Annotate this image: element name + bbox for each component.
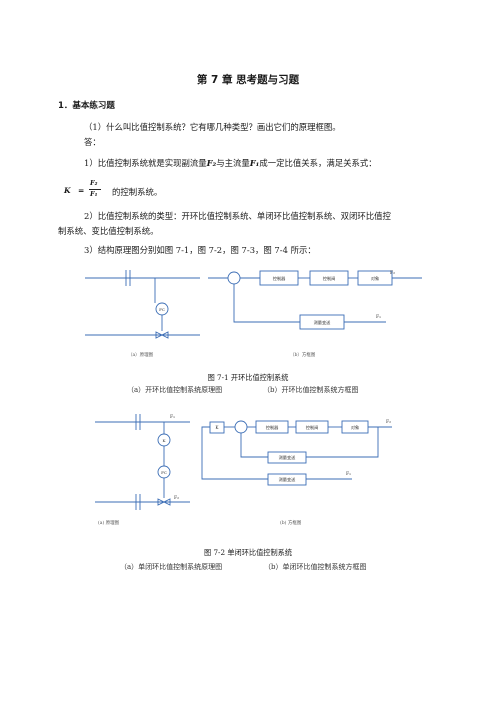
fig2-label-b: (b) 方框图 xyxy=(280,519,302,526)
fig1-control-valve xyxy=(155,331,169,339)
fig2-transmitter-inner-label: 测量变送 xyxy=(279,454,297,461)
fig2-block-k xyxy=(209,421,225,434)
fig1-summing-junction xyxy=(227,271,241,285)
fig1-f1-label: F₁ xyxy=(376,314,381,320)
fig2-valve-label: 控制阀 xyxy=(306,424,319,431)
formula-eq: = xyxy=(78,186,85,195)
fig1-subcaption-b: （b）开环比值控制系统方框图 xyxy=(263,386,359,394)
fig2-block-transmitter-inner xyxy=(267,451,307,464)
var-f1: F₁ xyxy=(249,158,260,168)
fig1-process-label: 对象 xyxy=(371,275,379,281)
fig2-inner-feedback-out xyxy=(240,433,268,458)
answer-label: 答： xyxy=(84,137,101,147)
fig2-label-a: (a) 原理图 xyxy=(98,519,120,526)
fig2-block-lines xyxy=(201,420,392,486)
fig2-block-transmitter-outer xyxy=(267,473,307,486)
fig1-valve-label: 控制阀 xyxy=(323,275,336,282)
formula-denominator: F₁ xyxy=(90,190,98,198)
formula-k: K xyxy=(64,186,71,195)
fig1-f2-label: F₂ xyxy=(390,270,395,276)
answer-2-line2: 制系统、变比值控制系统。 xyxy=(58,226,159,236)
figure-7-2-diagram: K FC F₁ F₂ K 控制器 控制阀 对象 测量变送 测量变送 F₂ F₁ … xyxy=(95,414,392,526)
fig2-f2-label: F₂ xyxy=(386,419,391,425)
fig2-process-label: 对象 xyxy=(351,424,359,430)
fig2-inner-feedback-in xyxy=(306,427,379,458)
chapter-title: 第 7 章 思考题与习题 xyxy=(196,74,300,86)
fig2-principle-f2: F₂ xyxy=(174,495,179,501)
fig1-fc-label: FC xyxy=(159,307,165,312)
fig2-f1-label: F₁ xyxy=(346,471,351,477)
answer-1-pre: 1）比值控制系统就是实现副流量 xyxy=(84,158,207,168)
answer-1-line: 1）比值控制系统就是实现副流量F₂与主流量F₁成一定比值关系，满足关系式： xyxy=(84,157,377,169)
fig1-transmitter-label: 测量变送 xyxy=(314,319,332,326)
fig1-feedback-path xyxy=(233,284,300,323)
fig2-outer-path xyxy=(201,426,268,480)
section-heading: 1．基本练习题 xyxy=(58,101,115,111)
answer-2-line1: 2）比值控制系统的类型：开环比值控制系统、单闭环比值控制系统、双闭环比值控 xyxy=(84,211,391,221)
fig1-block-lines xyxy=(208,270,422,330)
question-1: （1）什么叫比值控制系统？它有哪几种类型？画出它们的原理框图。 xyxy=(84,122,341,132)
fig2-k-label: K xyxy=(215,425,219,430)
fig1-label-b: （b）方框图 xyxy=(290,351,316,358)
answer-1-post: 成一定比值关系，满足关系式： xyxy=(259,158,377,168)
formula-tail: 的控制系统。 xyxy=(112,187,163,197)
fig2-principle-lines xyxy=(95,414,190,510)
fig1-label-a: （a）原理图 xyxy=(128,352,154,358)
fig2-subcaption-a: （a）单闭环比值控制系统原理图 xyxy=(120,563,223,571)
formula-numerator: F₂ xyxy=(90,179,98,187)
fig2-fc-instrument-label: FC xyxy=(161,470,167,475)
answer-3: 3）结构原理图分别如图 7-1，图 7-2，图 7-3，图 7-4 所示： xyxy=(84,245,316,255)
fig1-subcaption-a: （a）开环比值控制系统原理图 xyxy=(127,386,223,394)
fig1-controller-label: 控制器 xyxy=(273,275,286,282)
var-f2: F₂ xyxy=(206,158,217,168)
fig2-caption: 图 7-2 单闭环比值控制系统 xyxy=(203,548,293,557)
fig1-caption: 图 7-1 开环比值控制系统 xyxy=(207,373,289,382)
figure-7-1-diagram: FC 控制器 控制阀 对象 测量变送 F₂ F₁ （a）原理图 （b）方框图 xyxy=(85,270,422,358)
fig2-transmitter-outer-label: 测量变送 xyxy=(279,476,297,483)
answer-1-mid: 与主流量 xyxy=(216,158,250,168)
formula-bar xyxy=(89,189,101,190)
fig2-summing-junction xyxy=(234,420,248,434)
fig2-principle-f1: F₁ xyxy=(170,414,175,420)
fig2-control-valve xyxy=(157,498,171,506)
fig2-subcaption-b: （b）单闭环比值控制系统方框图 xyxy=(264,563,367,571)
fig2-k-instrument-label: K xyxy=(163,438,167,443)
fig2-controller-label: 控制器 xyxy=(266,424,279,431)
fig1-principle-lines xyxy=(85,270,200,339)
